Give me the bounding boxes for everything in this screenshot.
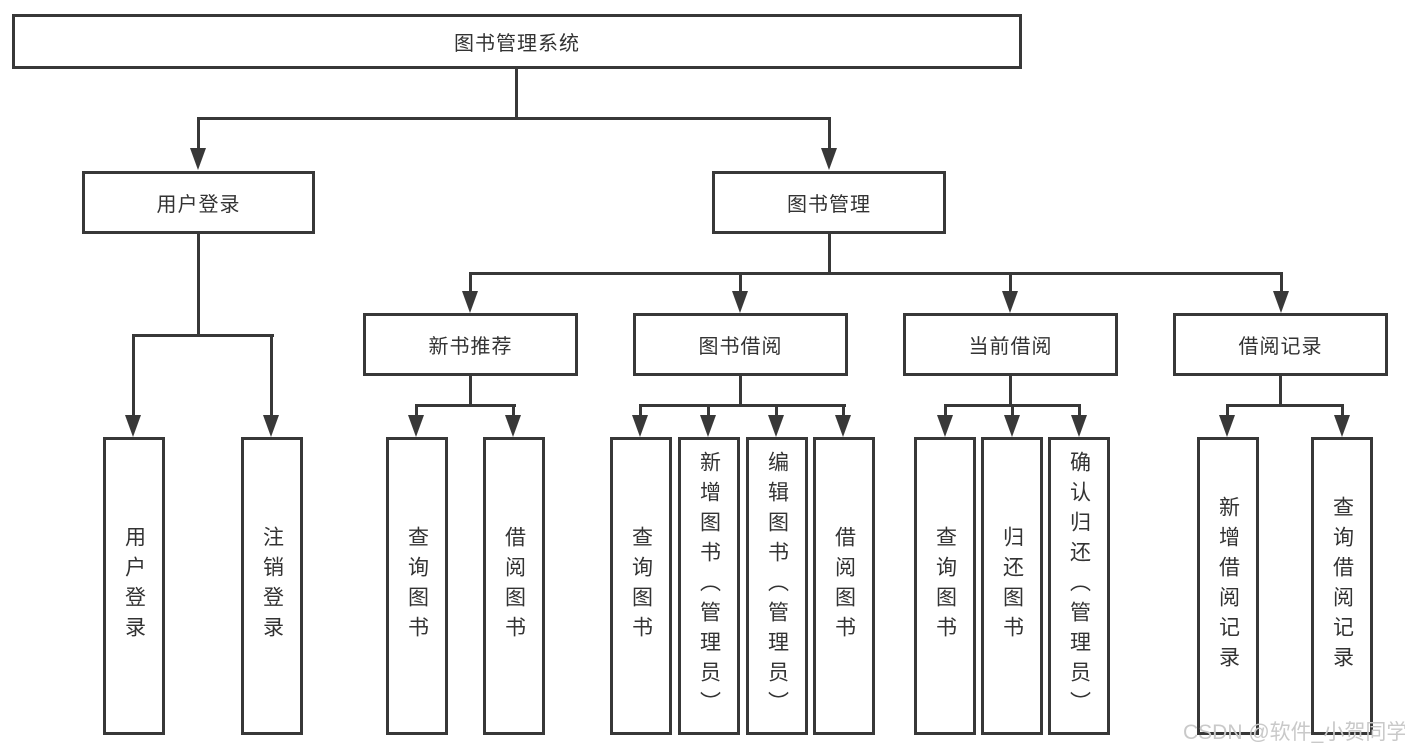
node-library-system: 图书管理系统	[12, 14, 1022, 69]
connector-line	[707, 404, 710, 417]
arrow-down-icon	[1273, 291, 1289, 313]
connector-line	[1279, 376, 1282, 407]
connector-line	[512, 404, 515, 417]
connector-line	[828, 117, 831, 149]
leaf-query-books-current-label: 查询图书	[933, 526, 957, 646]
leaf-user-login-label: 用户登录	[122, 526, 146, 646]
arrow-down-icon	[1004, 415, 1020, 437]
node-borrow-records-label: 借阅记录	[1238, 336, 1323, 358]
connector-line	[1226, 404, 1344, 407]
arrow-down-icon	[190, 148, 206, 170]
leaf-query-borrow-record-label: 查询借阅记录	[1330, 496, 1354, 676]
arrow-down-icon	[700, 415, 716, 437]
leaf-query-books-recommend: 查询图书	[386, 437, 448, 735]
arrow-down-icon	[768, 415, 784, 437]
leaf-edit-book-admin: 编辑图书（管理员）	[746, 437, 808, 735]
connector-line	[1280, 272, 1283, 292]
connector-line	[132, 334, 274, 337]
leaf-return-book-label: 归还图书	[1000, 526, 1024, 646]
arrow-down-icon	[263, 415, 279, 437]
leaf-add-borrow-record-label: 新增借阅记录	[1216, 496, 1240, 676]
arrow-down-icon	[632, 415, 648, 437]
leaf-edit-book-admin-label: 编辑图书（管理员）	[765, 451, 789, 721]
leaf-return-book: 归还图书	[981, 437, 1043, 735]
leaf-logout-label: 注销登录	[260, 526, 284, 646]
arrow-down-icon	[835, 415, 851, 437]
leaf-logout: 注销登录	[241, 437, 303, 735]
arrow-down-icon	[1219, 415, 1235, 437]
node-library-system-label: 图书管理系统	[454, 33, 580, 55]
leaf-borrow-book-recommend-label: 借阅图书	[502, 526, 526, 646]
connector-line	[1341, 404, 1344, 417]
leaf-user-login: 用户登录	[103, 437, 165, 735]
connector-line	[842, 404, 845, 417]
arrow-down-icon	[505, 415, 521, 437]
csdn-watermark: CSDN @软件_小贺同学	[1183, 721, 1405, 744]
leaf-borrow-book-recommend: 借阅图书	[483, 437, 545, 735]
arrow-down-icon	[1334, 415, 1350, 437]
node-user-login-label: 用户登录	[156, 194, 241, 216]
node-current-borrow: 当前借阅	[903, 313, 1118, 376]
connector-line	[739, 272, 742, 292]
connector-line	[197, 234, 200, 337]
arrow-down-icon	[1071, 415, 1087, 437]
connector-line	[775, 404, 778, 417]
arrow-down-icon	[125, 415, 141, 437]
leaf-confirm-return-admin: 确认归还（管理员）	[1048, 437, 1110, 735]
connector-line	[270, 334, 273, 417]
connector-line	[415, 404, 516, 407]
connector-line	[639, 404, 642, 417]
connector-line	[469, 272, 1283, 275]
connector-line	[1011, 404, 1014, 417]
connector-line	[739, 376, 742, 407]
node-current-borrow-label: 当前借阅	[968, 336, 1053, 358]
arrow-down-icon	[732, 291, 748, 313]
leaf-add-book-admin: 新增图书（管理员）	[678, 437, 740, 735]
leaf-borrow-book: 借阅图书	[813, 437, 875, 735]
leaf-confirm-return-admin-label: 确认归还（管理员）	[1067, 451, 1091, 721]
connector-line	[1009, 376, 1012, 407]
node-user-login: 用户登录	[82, 171, 315, 234]
node-book-borrow: 图书借阅	[633, 313, 848, 376]
arrow-down-icon	[408, 415, 424, 437]
connector-line	[197, 117, 200, 149]
connector-line	[944, 404, 947, 417]
node-book-management: 图书管理	[712, 171, 946, 234]
leaf-add-book-admin-label: 新增图书（管理员）	[697, 451, 721, 721]
connector-line	[1078, 404, 1081, 417]
connector-line	[1009, 272, 1012, 292]
node-book-borrow-label: 图书借阅	[698, 336, 783, 358]
node-book-management-label: 图书管理	[787, 194, 871, 216]
connector-line	[828, 234, 831, 275]
node-new-book-recommend-label: 新书推荐	[428, 336, 513, 358]
connector-line	[1226, 404, 1229, 417]
leaf-borrow-book-label: 借阅图书	[832, 526, 856, 646]
arrow-down-icon	[1002, 291, 1018, 313]
node-new-book-recommend: 新书推荐	[363, 313, 578, 376]
connector-line	[415, 404, 418, 417]
connector-line	[515, 69, 518, 118]
leaf-query-books-borrow-label: 查询图书	[629, 526, 653, 646]
connector-line	[132, 334, 135, 417]
arrow-down-icon	[821, 148, 837, 170]
arrow-down-icon	[462, 291, 478, 313]
connector-line	[469, 272, 472, 292]
connector-line	[197, 117, 831, 120]
connector-line	[639, 404, 846, 407]
leaf-add-borrow-record: 新增借阅记录	[1197, 437, 1259, 735]
leaf-query-borrow-record: 查询借阅记录	[1311, 437, 1373, 735]
node-borrow-records: 借阅记录	[1173, 313, 1388, 376]
leaf-query-books-borrow: 查询图书	[610, 437, 672, 735]
connector-line	[469, 376, 472, 407]
arrow-down-icon	[937, 415, 953, 437]
leaf-query-books-recommend-label: 查询图书	[405, 526, 429, 646]
leaf-query-books-current: 查询图书	[914, 437, 976, 735]
